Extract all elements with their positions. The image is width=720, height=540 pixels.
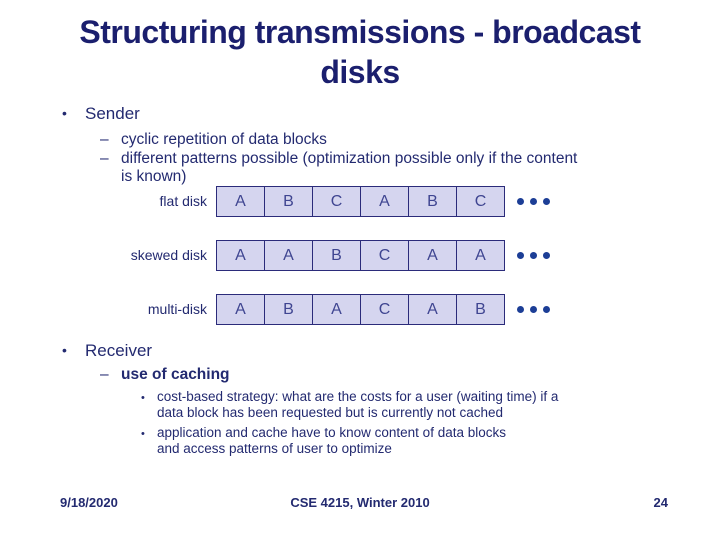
disk-label: flat disk [159, 193, 207, 209]
disk-cell: B [264, 187, 312, 216]
sender-heading: Sender [85, 104, 140, 123]
disk-cell: A [235, 192, 246, 210]
disk-cell: A [408, 295, 456, 324]
dot-icon [543, 198, 550, 205]
dash-icon: – [100, 366, 109, 383]
disk-cell: A [456, 241, 504, 270]
sender-item-2-text: different patterns possible (optimizatio… [121, 150, 578, 185]
disk-cell: B [312, 241, 360, 270]
disk-cell: A [408, 241, 456, 270]
ellipsis-icon [517, 186, 550, 217]
disk-label: multi-disk [147, 301, 207, 317]
disk-cell: C [360, 295, 408, 324]
receiver-item-text: use of caching [121, 366, 230, 383]
footer-date: 9/18/2020 [60, 495, 118, 510]
disk-cell: A [235, 246, 246, 264]
disk-cell: C [312, 187, 360, 216]
dot-icon [517, 306, 524, 313]
disk-cell: B [408, 187, 456, 216]
disk-cell: C [360, 241, 408, 270]
dot-icon [530, 306, 537, 313]
title-line-1: Structuring transmissions - broadcast [79, 14, 641, 50]
bullet-icon: • [141, 428, 145, 440]
bullet-icon: • [141, 392, 145, 404]
page-title: Structuring transmissions - broadcast di… [0, 12, 720, 92]
receiver-heading: Receiver [85, 341, 153, 360]
disk-cell: C [456, 187, 504, 216]
disk-row-multi: multi-disk A B A C A B [0, 294, 720, 325]
disk-row-flat: flat disk A B C A B C [0, 186, 720, 217]
disk-table-flat: A B C A B C [216, 186, 505, 217]
disk-cell: B [456, 295, 504, 324]
disk-cell: A [360, 187, 408, 216]
bullet-icon: • [62, 105, 67, 121]
dash-icon: – [100, 150, 109, 167]
disk-cell: A [235, 300, 246, 318]
dot-icon [517, 252, 524, 259]
dot-icon [543, 306, 550, 313]
disk-cell: A [264, 241, 312, 270]
dot-icon [530, 198, 537, 205]
dash-icon: – [100, 131, 109, 148]
ellipsis-icon [517, 240, 550, 271]
disk-table-multi: A B A C A B [216, 294, 505, 325]
ellipsis-icon [517, 294, 550, 325]
dot-icon [517, 198, 524, 205]
sender-item-1-text: cyclic repetition of data blocks [121, 131, 327, 148]
dot-icon [530, 252, 537, 259]
bullet-icon: • [62, 342, 67, 358]
disk-cell: B [264, 295, 312, 324]
footer-course: CSE 4215, Winter 2010 [290, 495, 430, 510]
title-line-2: disks [320, 54, 400, 90]
disk-cell: A [312, 295, 360, 324]
disk-label: skewed disk [130, 247, 207, 263]
page-number: 24 [653, 495, 668, 510]
receiver-subitem-2-text: application and cache have to know conte… [157, 425, 506, 456]
disk-table-skewed: A A B C A A [216, 240, 505, 271]
disk-row-skewed: skewed disk A A B C A A [0, 240, 720, 271]
receiver-subitem-1-text: cost-based strategy: what are the costs … [157, 389, 559, 420]
dot-icon [543, 252, 550, 259]
